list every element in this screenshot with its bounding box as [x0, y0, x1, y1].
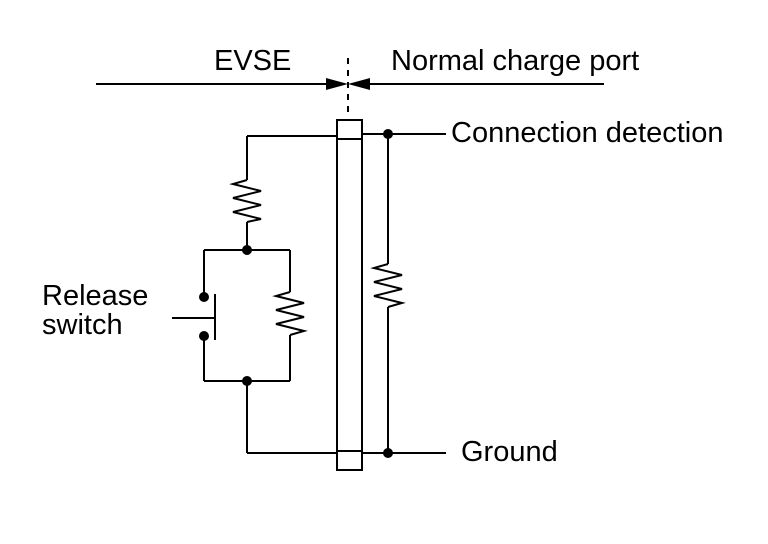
arrow-left-head	[326, 78, 348, 90]
release-switch-symbol	[172, 294, 216, 340]
junction-dot	[242, 376, 252, 386]
normal-charge-port-label: Normal charge port	[391, 45, 640, 77]
evse-top-resistor	[229, 179, 262, 223]
evse-label: EVSE	[214, 45, 292, 77]
junction-dot	[383, 448, 393, 458]
port-resistor	[370, 263, 406, 308]
connection-detection-label: Connection detection	[451, 117, 724, 149]
switch-contact-top	[199, 292, 209, 302]
release-switch-label-line1: Release	[42, 280, 149, 312]
evse-wiring	[203, 135, 337, 454]
evse-parallel-resistor	[272, 291, 308, 336]
port-wiring	[362, 133, 446, 454]
junction-dot	[383, 129, 393, 139]
switch-contact-bottom	[199, 331, 209, 341]
release-switch-label-line2: switch	[42, 309, 123, 341]
connector-body	[336, 119, 363, 471]
release-switch-label: Release switch	[42, 282, 148, 340]
junction-dot	[242, 245, 252, 255]
arrow-right-head	[348, 78, 370, 90]
ground-label: Ground	[461, 436, 558, 468]
